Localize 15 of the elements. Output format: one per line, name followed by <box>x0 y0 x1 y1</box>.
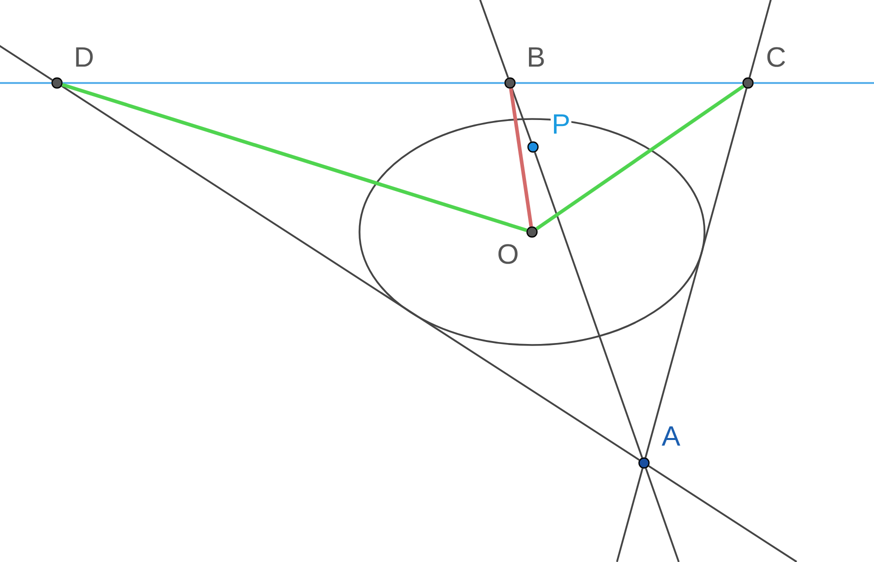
line <box>62 82 528 232</box>
line <box>536 84 744 230</box>
line <box>61 85 640 461</box>
point-label: B <box>526 46 546 68</box>
point-label: O <box>496 243 520 265</box>
line <box>644 88 748 458</box>
line <box>534 152 643 458</box>
point-label: D <box>72 46 96 68</box>
line <box>62 82 504 84</box>
line <box>511 88 532 142</box>
line <box>509 88 533 227</box>
line <box>516 82 742 84</box>
point-label: P <box>550 113 572 135</box>
point-label: C <box>764 46 788 68</box>
point-label: A <box>660 425 682 447</box>
